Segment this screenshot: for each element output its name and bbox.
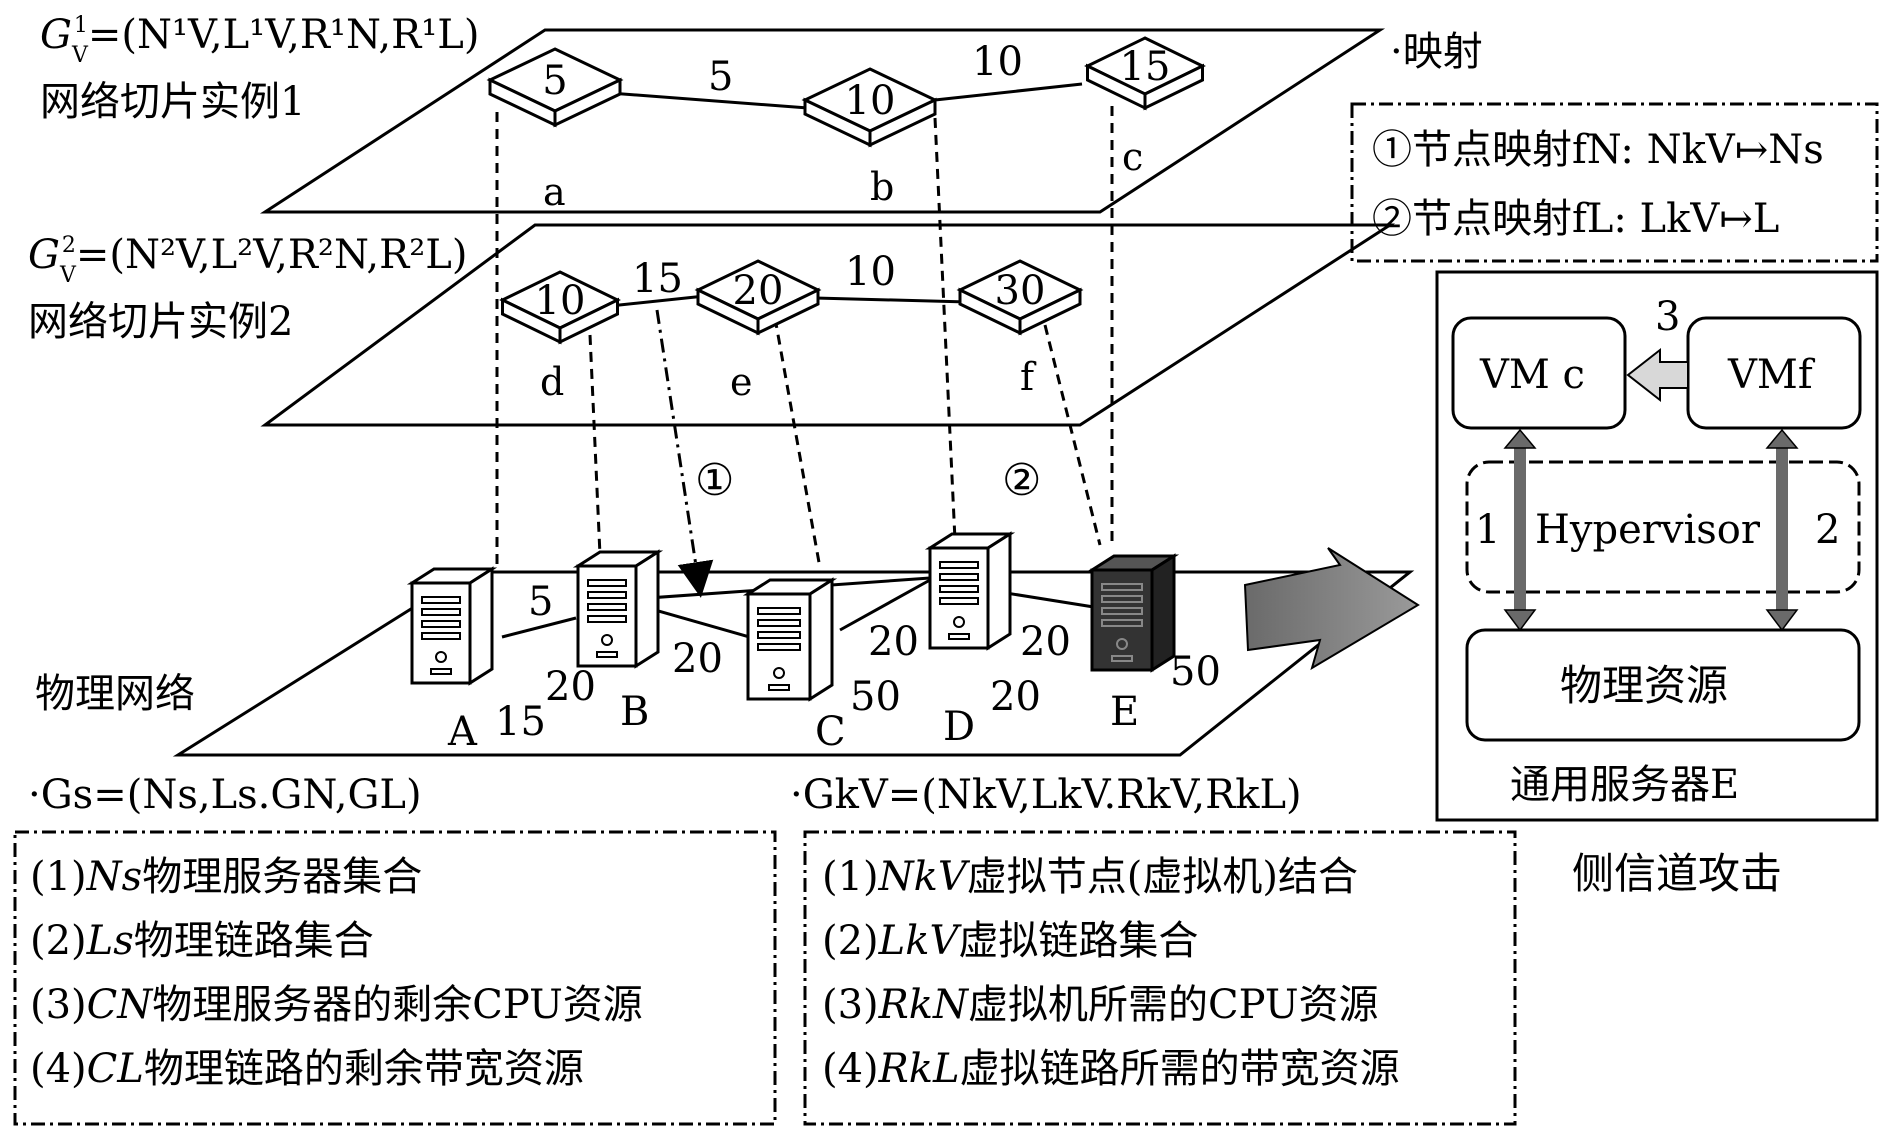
slice2-node-e-id: e — [730, 360, 753, 404]
slice1-node-c-id: c — [1122, 135, 1143, 179]
server-E-value: 50 — [1170, 649, 1221, 695]
physical-resource-label: 物理资源 — [1560, 661, 1728, 710]
phys-link-label-bc: 20 — [672, 636, 723, 682]
slice2-node-f-value: 30 — [995, 268, 1046, 314]
attack-label: 侧信道攻击 — [1572, 849, 1782, 898]
slice2-link-ef-label: 10 — [845, 249, 896, 295]
phys-link-ab — [501, 616, 577, 639]
server-D-id: D — [943, 704, 975, 750]
slice1-label: 网络切片实例1 — [40, 79, 305, 125]
server-C — [742, 577, 838, 702]
physical-label: 物理网络 — [35, 671, 195, 717]
map-line-d-B — [588, 334, 602, 556]
hypervisor-box — [1465, 460, 1861, 594]
physical-legend-box — [13, 830, 777, 1126]
hypervisor-label: Hypervisor — [1535, 507, 1761, 553]
slice1-node-a: 5 — [486, 47, 624, 128]
slice1-link-ab-label: 5 — [708, 54, 733, 100]
slice1-node-c: 15 — [1084, 36, 1206, 111]
slice2-node-e: 20 — [694, 259, 822, 336]
map-line-f-E — [1043, 324, 1102, 546]
physical-legend-item: (3)CN物理服务器的剩余CPU资源 — [30, 982, 643, 1028]
physical-formula: ·Gs=(Ns,Ls.GN,GL) — [28, 772, 422, 818]
slice1-node-a-value: 5 — [542, 58, 567, 104]
server-B-value: 20 — [545, 664, 596, 710]
mapping-rules-box — [1350, 102, 1879, 263]
slice1-node-a-id: a — [543, 170, 566, 214]
slice2-link-ef — [814, 296, 969, 304]
slice2-node-d-id: d — [540, 360, 564, 404]
virtual-legend-item: (3)RkN虚拟机所需的CPU资源 — [822, 982, 1379, 1028]
map-line-b-D — [933, 117, 957, 541]
server-B-id: B — [620, 689, 649, 735]
virtual-legend-item: (1)NkV虚拟节点(虚拟机)结合 — [822, 854, 1359, 900]
virtual-legend-box — [803, 830, 1517, 1126]
physical-legend: (1)Ns物理服务器集合 (2)Ls物理链路集合 (3)CN物理服务器的剩余CP… — [30, 845, 770, 1101]
vm-arrow-2-label: 2 — [1815, 507, 1840, 553]
mapping-rule-1: ①节点映射fN: NkV↦Ns — [1372, 127, 1824, 173]
mapping-marker-2: ② — [1002, 455, 1041, 506]
server-A-value: 15 — [495, 699, 546, 745]
slice2-node-d-value: 10 — [535, 278, 586, 324]
physical-legend-item: (2)Ls物理链路集合 — [30, 918, 374, 964]
server-C-id: C — [815, 709, 846, 755]
slice1-formula: GV1=(N¹V,L¹V,R¹N,R¹L) — [40, 12, 479, 68]
slice1-node-b-value: 10 — [845, 78, 896, 124]
mapping-title: ·映射 — [1390, 29, 1483, 75]
slice2-formula: GV2=(N²V,L²V,R²N,R²L) — [28, 232, 467, 288]
vm-arrow-2 — [1765, 428, 1799, 632]
slice1-node-b-id: b — [870, 165, 894, 209]
vm-c-box — [1451, 316, 1627, 430]
server-E-id: E — [1110, 689, 1139, 735]
slice1-link-bc-label: 10 — [972, 39, 1023, 85]
slice1-link-bc — [934, 82, 1083, 102]
server-A — [406, 566, 498, 686]
slice2-link-de — [609, 294, 706, 308]
slice1-plane — [259, 28, 1386, 214]
virtual-legend: (1)NkV虚拟节点(虚拟机)结合 (2)LkV虚拟链路集合 (3)RkN虚拟机… — [822, 845, 1512, 1101]
slice1-node-c-value: 15 — [1120, 44, 1171, 90]
vm-arrow-1-label: 1 — [1475, 507, 1500, 553]
slice1-node-b: 10 — [801, 67, 939, 148]
phys-link-label-ab: 5 — [528, 579, 553, 625]
server-detail-box — [1435, 270, 1879, 822]
virtual-formula: ·GkV=(NkV,LkV.RkV,RkL) — [790, 772, 1302, 818]
server-A-id: A — [447, 709, 478, 755]
slice2-link-de-label: 15 — [632, 256, 683, 302]
map-line-e-C — [773, 317, 822, 569]
physical-legend-item: (4)CL物理链路的剩余带宽资源 — [30, 1046, 584, 1092]
virtual-legend-item: (2)LkV虚拟链路集合 — [822, 918, 1199, 964]
phys-link-cd — [839, 578, 931, 632]
server-D-value: 20 — [990, 674, 1041, 720]
server-E — [1086, 553, 1180, 673]
server-caption: 通用服务器E — [1510, 762, 1739, 808]
vm-arrow-3 — [1626, 347, 1689, 403]
slice2-node-f: 30 — [956, 259, 1084, 336]
mapping-marker-1: ① — [695, 455, 734, 506]
slice2-node-e-value: 20 — [733, 268, 784, 314]
server-D — [924, 531, 1016, 651]
server-B — [572, 549, 664, 669]
vm-arrow-1 — [1503, 428, 1537, 632]
physical-resource-box — [1465, 628, 1861, 742]
vm-arrow-3-label: 3 — [1655, 294, 1680, 340]
mapping-rule-2: ②节点映射fL: LkV↦L — [1372, 196, 1779, 242]
slice2-node-d: 10 — [499, 270, 621, 345]
server-C-value: 50 — [850, 674, 901, 720]
big-arrow — [1243, 547, 1420, 671]
slice2-plane — [260, 223, 1396, 427]
vm-c-label: VM c — [1479, 352, 1585, 398]
phys-link-label-de: 20 — [1020, 619, 1071, 665]
map-arrow-link — [655, 309, 714, 598]
phys-link-label-cd: 20 — [868, 619, 919, 665]
virtual-legend-item: (4)RkL虚拟链路所需的带宽资源 — [822, 1046, 1400, 1092]
slice2-label: 网络切片实例2 — [28, 299, 293, 345]
vm-f-label: VMf — [1727, 352, 1816, 398]
physical-legend-item: (1)Ns物理服务器集合 — [30, 854, 423, 900]
slice2-node-f-id: f — [1020, 355, 1037, 399]
slice1-link-ab — [609, 91, 809, 110]
